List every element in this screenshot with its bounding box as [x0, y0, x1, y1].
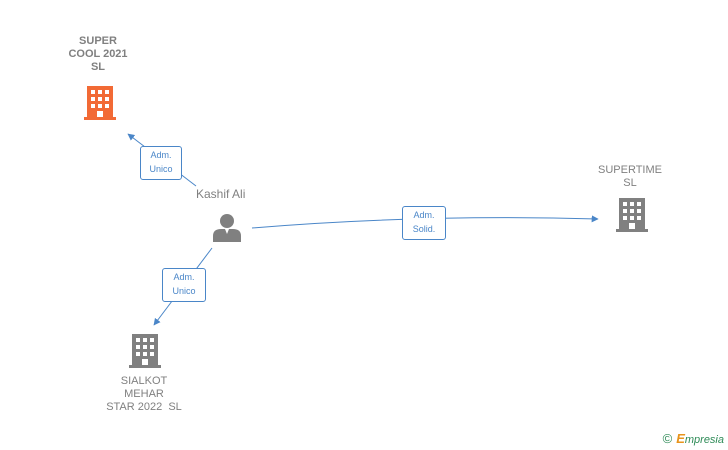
relation-role-type: Unico	[172, 286, 196, 296]
relation-role: Adm.	[150, 150, 172, 160]
company-label-line: SUPER	[79, 35, 117, 47]
company-label-sialkot[interactable]: SIALKOT MEHAR STAR 2022 SL	[92, 375, 196, 414]
building-icon[interactable]	[84, 86, 116, 120]
person-icon[interactable]	[212, 212, 242, 242]
relation-label-supertime[interactable]: Adm. Solid.	[402, 206, 446, 240]
building-icon[interactable]	[616, 198, 648, 232]
company-label-supertime[interactable]: SUPERTIME SL	[588, 164, 672, 190]
relation-role-type: Unico	[149, 164, 173, 174]
building-icon[interactable]	[129, 334, 161, 368]
company-label-line: STAR 2022 SL	[106, 401, 182, 413]
relation-role: Adm.	[173, 272, 195, 282]
copyright-icon: ©	[662, 431, 673, 446]
company-label-line: SIALKOT	[120, 375, 168, 387]
relation-label-super-cool[interactable]: Adm. Unico	[140, 146, 182, 180]
company-label-line: MEHAR	[124, 388, 164, 400]
relation-role: Adm.	[413, 210, 435, 220]
company-label-line: COOL 2021	[68, 48, 128, 60]
brand-rest: mpresia	[684, 434, 724, 446]
company-label-line: SL	[623, 177, 637, 189]
relation-role-type: Solid.	[412, 224, 436, 234]
person-name[interactable]: Kashif Ali	[196, 187, 246, 201]
brand-logo: Empresia	[676, 431, 724, 446]
empresia-watermark: © Empresia	[663, 431, 724, 446]
brand-initial: E	[676, 431, 685, 446]
company-label-line: SUPERTIME	[598, 164, 662, 176]
relation-label-sialkot[interactable]: Adm. Unico	[162, 268, 206, 302]
company-label-line: SL	[90, 61, 106, 73]
company-label-super-cool[interactable]: SUPER COOL 2021 SL	[52, 35, 144, 74]
